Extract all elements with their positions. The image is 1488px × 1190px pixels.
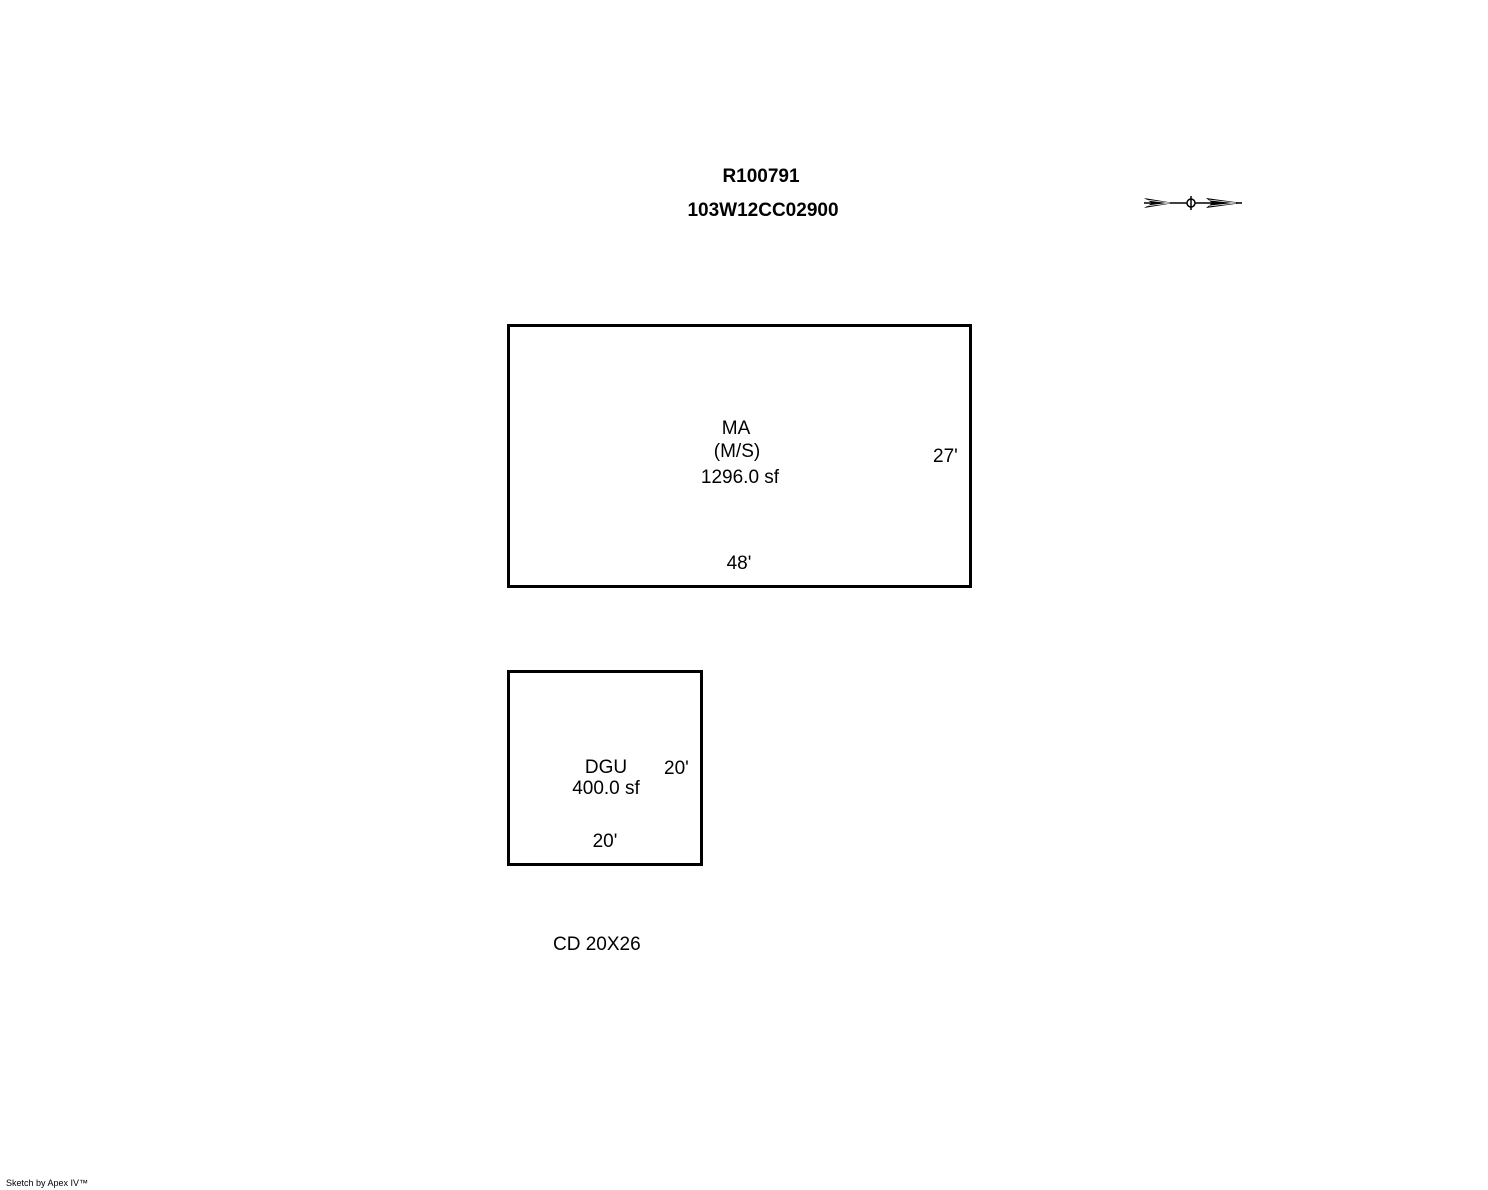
- room-garage-area-label: 400.0 sf: [572, 778, 640, 799]
- room-main-bottom-dimension: 48': [726, 553, 752, 574]
- room-garage-bottom-dimension: 20': [592, 831, 618, 852]
- sketch-note: CD 20X26: [553, 934, 641, 955]
- room-main-code: MA: [721, 418, 751, 439]
- footer-credit: Sketch by Apex IV™: [6, 1178, 89, 1188]
- account-number: 103W12CC02900: [687, 200, 839, 221]
- north-arrow-icon: [1144, 196, 1242, 210]
- room-garage-side-dimension: 20': [664, 758, 689, 779]
- room-main-type: (M/S): [713, 441, 761, 462]
- room-garage: [507, 670, 703, 866]
- room-garage-code: DGU: [584, 757, 628, 778]
- room-main-area: [507, 324, 972, 588]
- room-main-area-label: 1296.0 sf: [700, 467, 780, 488]
- parcel-id: R100791: [722, 166, 800, 187]
- room-main-side-dimension: 27': [933, 446, 958, 467]
